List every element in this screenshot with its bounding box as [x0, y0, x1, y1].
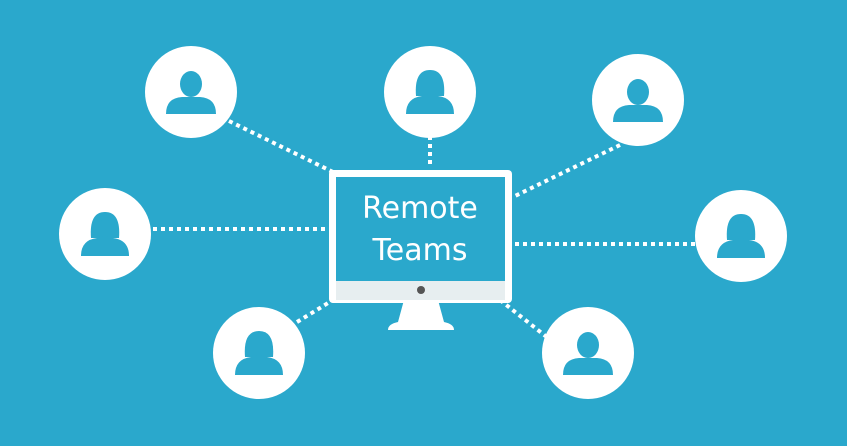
connector-bottom-right	[498, 298, 550, 340]
person-top-right	[592, 54, 684, 146]
person-middle-left	[59, 188, 151, 280]
person-top-left	[145, 46, 237, 138]
person-icon	[235, 331, 283, 375]
monitor-screen	[336, 177, 505, 281]
connector-top-left	[228, 119, 334, 174]
connectors	[153, 119, 697, 340]
person-icon	[81, 212, 129, 256]
person-icon	[166, 71, 216, 114]
person-bottom-left	[213, 307, 305, 399]
person-icon	[717, 214, 765, 258]
monitor-screen-text: Remote Teams	[335, 180, 505, 280]
connector-bottom-left	[295, 298, 335, 324]
person-icon	[563, 332, 613, 375]
monitor-title-line2: Teams	[372, 233, 468, 268]
person-icon	[406, 70, 454, 114]
connector-top-right	[514, 143, 621, 198]
person-middle-right	[695, 190, 787, 282]
person-top-center	[384, 46, 476, 138]
people	[59, 46, 787, 399]
person-icon	[613, 79, 663, 122]
monitor-stand	[388, 300, 454, 330]
person-bottom-right	[542, 307, 634, 399]
monitor-power-dot	[417, 286, 425, 294]
monitor-icon	[329, 170, 512, 330]
monitor-title-line1: Remote	[362, 191, 478, 226]
